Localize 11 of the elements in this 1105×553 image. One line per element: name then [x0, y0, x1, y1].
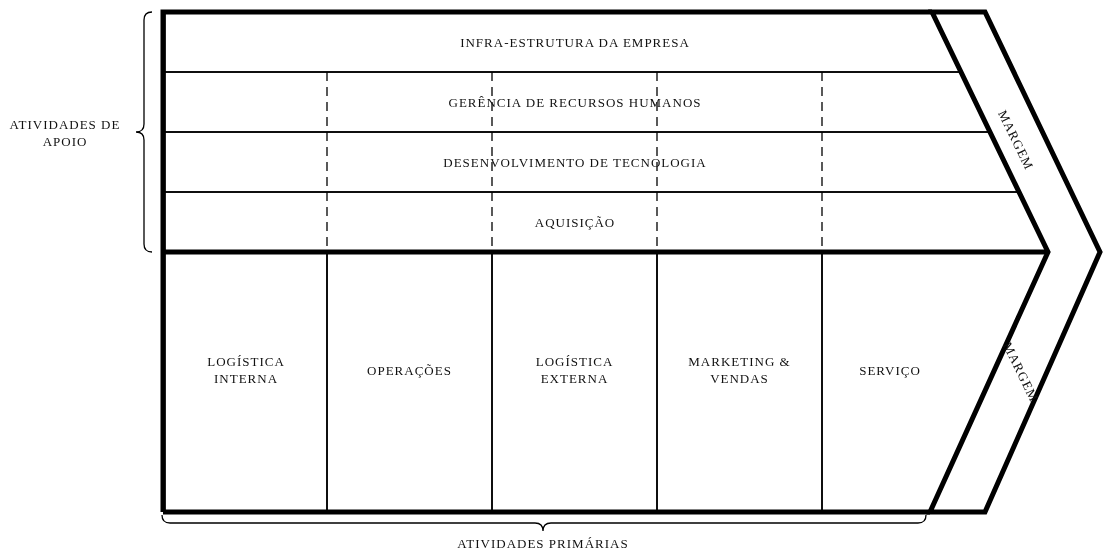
- activity-label: LOGÍSTICA EXTERNA: [534, 353, 615, 387]
- group-label: ATIVIDADES PRIMÁRIAS: [456, 535, 630, 552]
- activity-label: OPERAÇÕES: [366, 361, 453, 379]
- activity-label: INFRA-ESTRUTURA DA EMPRESA: [460, 33, 690, 51]
- activity-label: MARKETING & VENDAS: [687, 353, 792, 387]
- activity-label: SERVIÇO: [858, 361, 922, 379]
- group-label: ATIVIDADES DE APOIO: [8, 116, 122, 150]
- activity-label: GERÊNCIA DE RECURSOS HUMANOS: [448, 93, 702, 111]
- activity-label: LOGÍSTICA INTERNA: [206, 353, 286, 387]
- activity-label: DESENVOLVIMENTO DE TECNOLOGIA: [443, 153, 707, 171]
- activity-label: AQUISIÇÃO: [534, 213, 616, 231]
